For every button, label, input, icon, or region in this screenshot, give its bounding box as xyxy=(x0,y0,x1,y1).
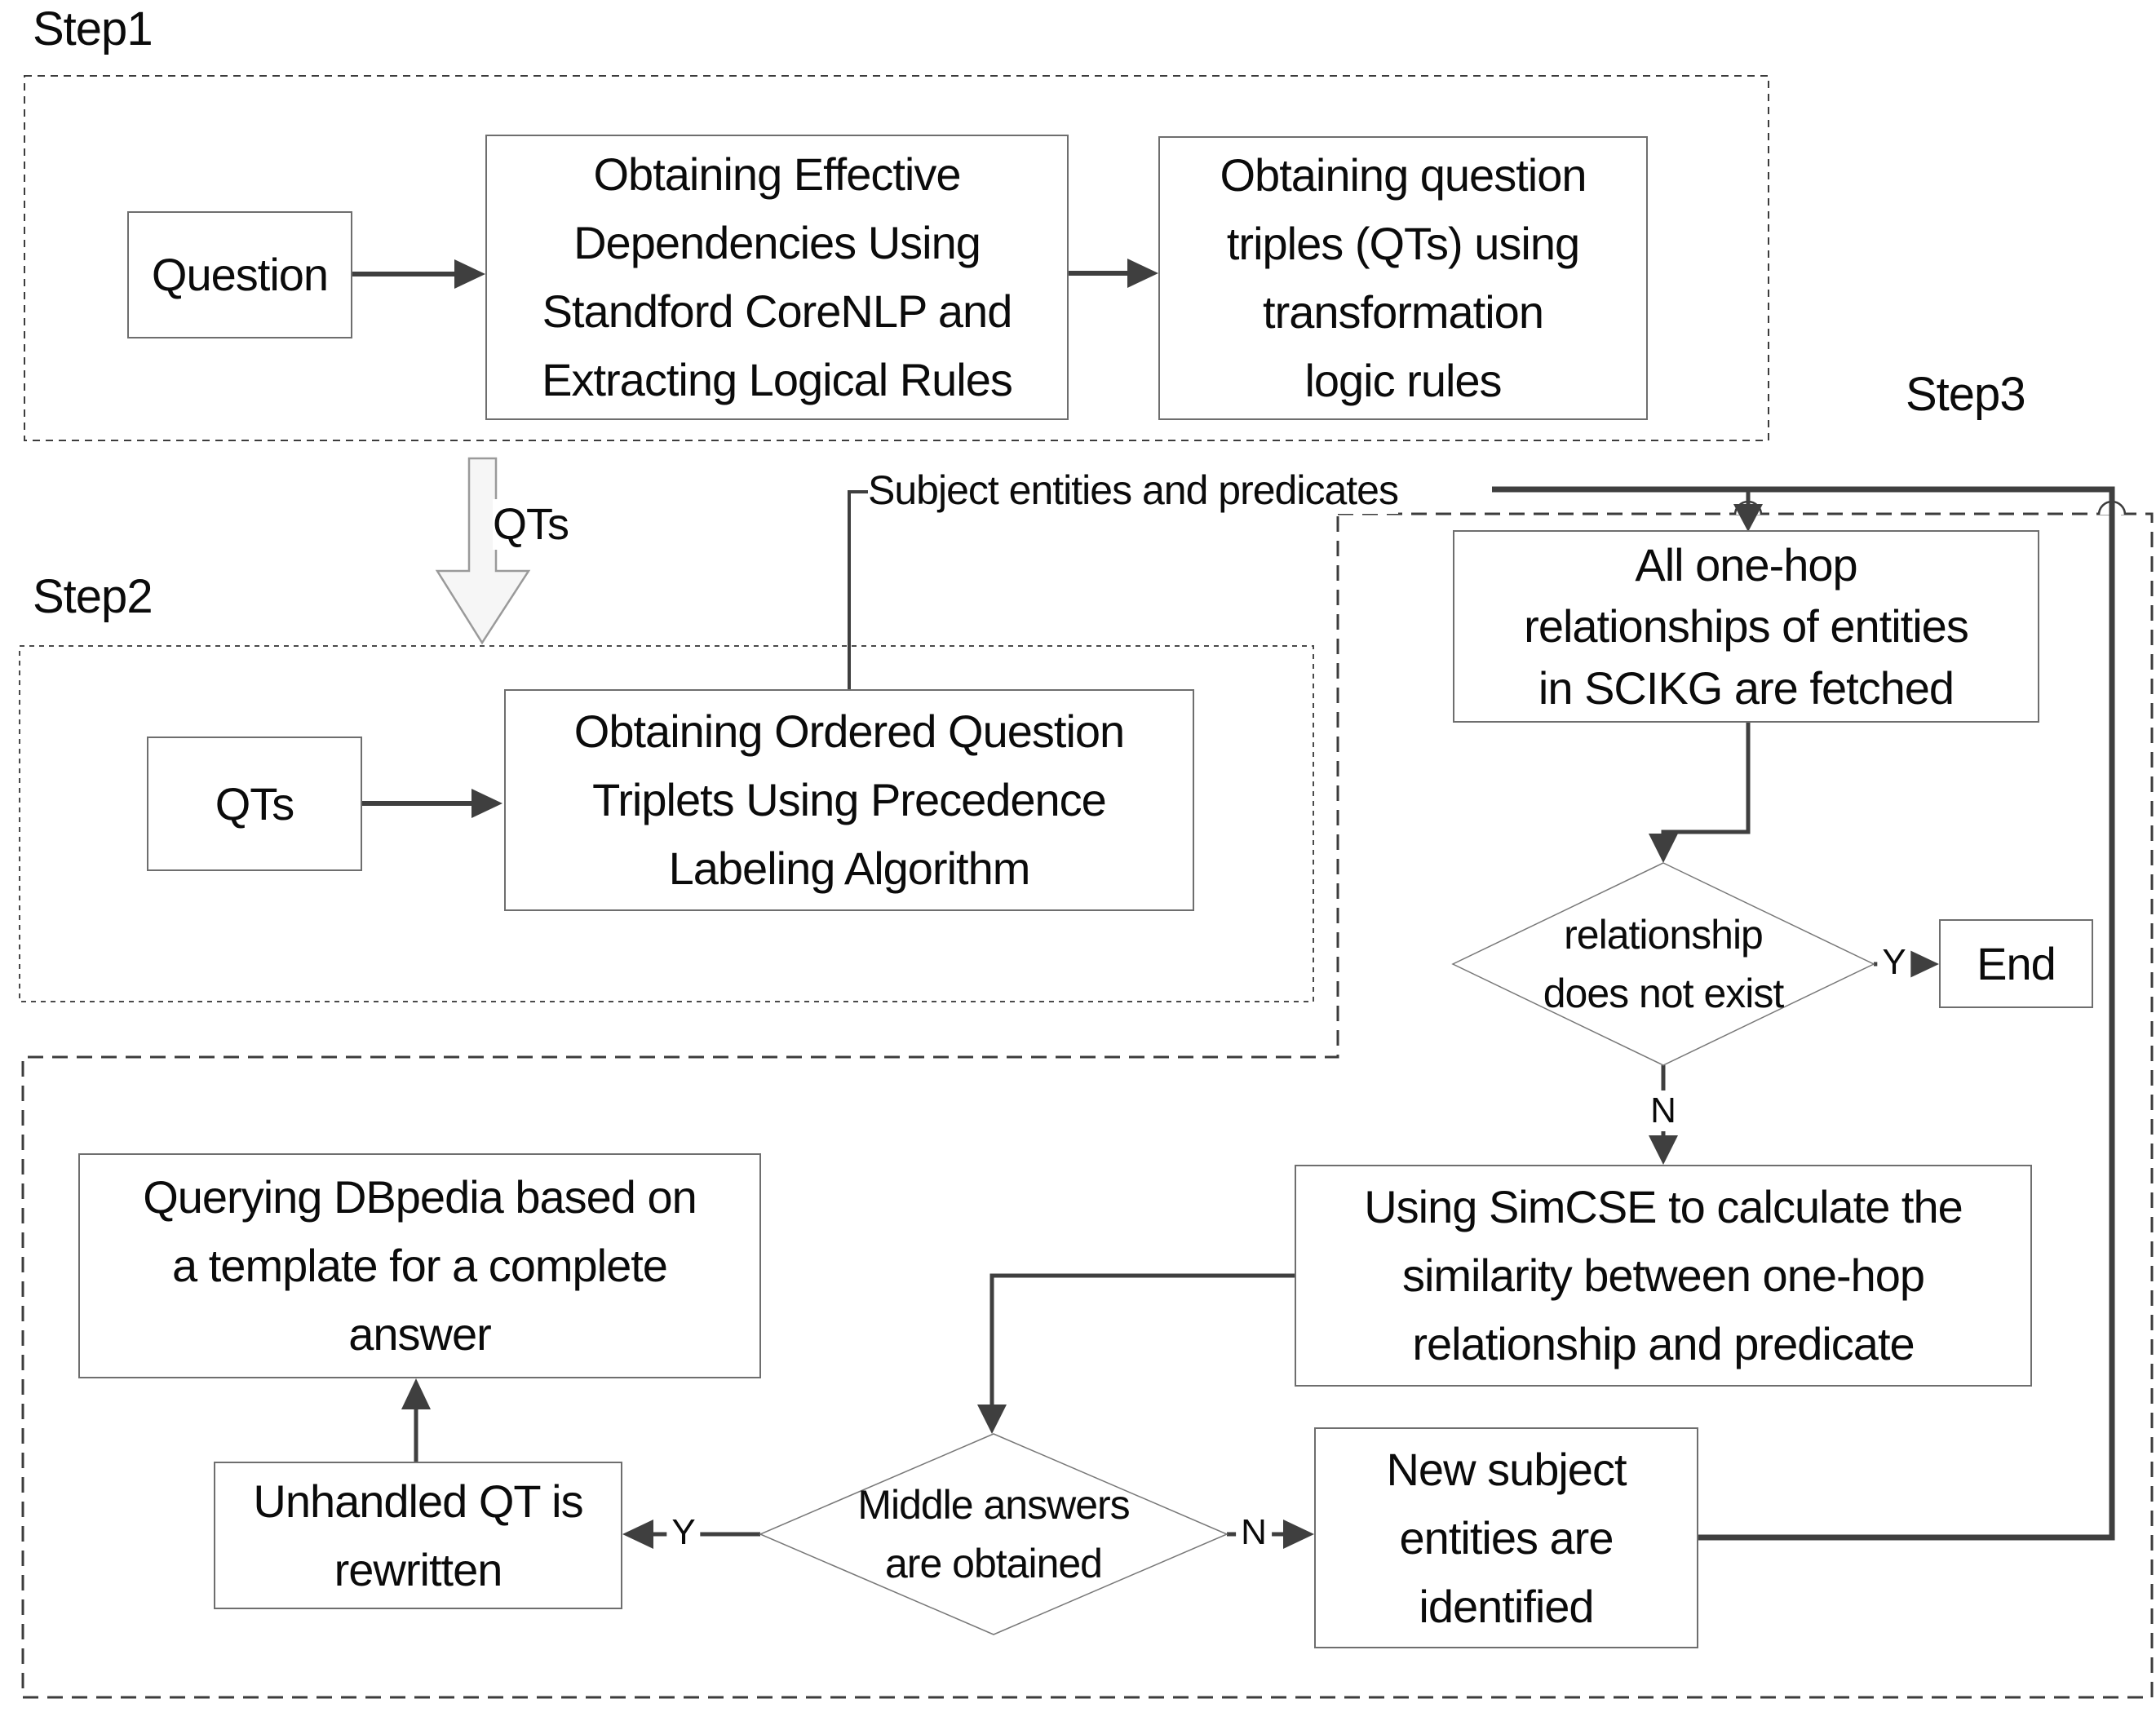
qts-node: QTs xyxy=(147,737,362,871)
subject-entities-label: Subject entities and predicates xyxy=(868,467,1399,514)
step2-boundary xyxy=(19,645,1314,1002)
arrowhead xyxy=(1649,834,1678,863)
arrowhead xyxy=(622,1520,653,1549)
relationship-decision-diamond xyxy=(1451,862,1875,1066)
arrowhead xyxy=(977,1405,1007,1434)
question-node: Question xyxy=(127,211,352,338)
step1-boundary xyxy=(24,75,1769,441)
arrowhead xyxy=(1649,1135,1678,1165)
subject-entities-connector xyxy=(848,490,870,689)
no-label-relationship: N xyxy=(1645,1090,1681,1131)
step3-label: Step3 xyxy=(1906,368,2026,421)
arrowhead xyxy=(471,789,502,818)
step1-label: Step1 xyxy=(33,2,153,55)
arrowhead xyxy=(1127,259,1158,288)
arrow-onehop-to-decision xyxy=(1661,723,1751,838)
arrowhead xyxy=(454,259,485,289)
yes-label-middle-answers: Y xyxy=(666,1512,701,1553)
yes-label-relationship: Y xyxy=(1877,942,1911,983)
no-label-middle-answers: N xyxy=(1236,1512,1272,1553)
arrowhead xyxy=(1908,949,1939,979)
arrowhead xyxy=(1733,504,1763,532)
qts-big-arrow xyxy=(435,457,531,645)
middle-answers-decision-diamond xyxy=(759,1433,1229,1635)
arrow-simcse-to-middle xyxy=(989,1273,1295,1409)
arrowhead xyxy=(1283,1520,1314,1549)
step3-boundary xyxy=(21,512,2154,1699)
qts-arrow-label: QTs xyxy=(493,499,569,550)
step2-label: Step2 xyxy=(33,570,153,623)
end-node: End xyxy=(1939,919,2093,1008)
loop-newsubject-to-onehop xyxy=(1492,486,2115,1541)
arrowhead xyxy=(401,1378,431,1409)
